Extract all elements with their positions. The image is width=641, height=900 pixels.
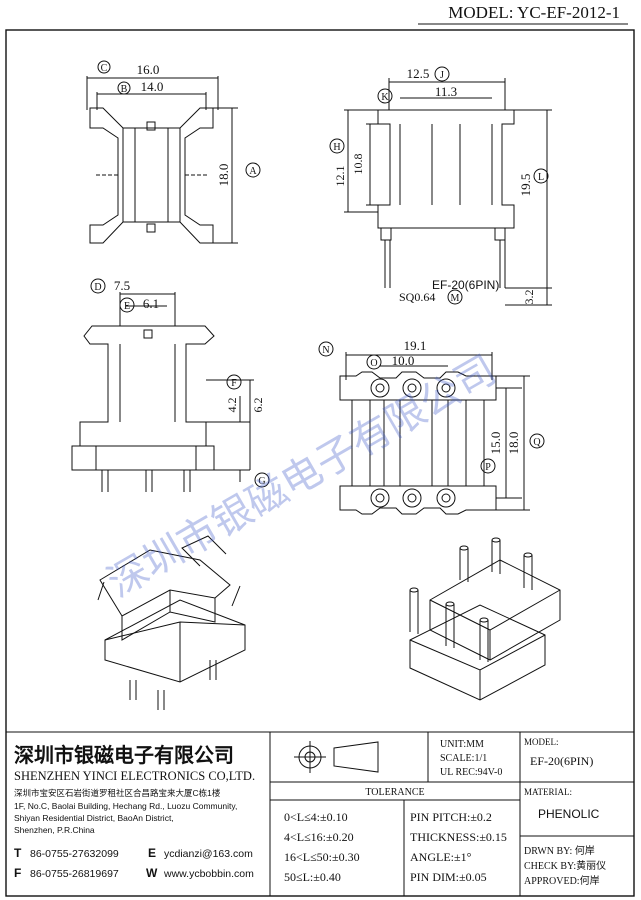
approved-by: APPROVED:何岸 <box>524 874 600 887</box>
dim-marker-g: G <box>258 476 265 487</box>
dim-marker-j: J <box>440 70 444 81</box>
dim-j-value: 12.5 <box>407 66 430 81</box>
dim-marker-f: F <box>231 378 237 389</box>
dim-p-value: 15.0 <box>488 432 503 455</box>
isometric-view-left <box>97 535 246 710</box>
dim-d-value: 7.5 <box>114 278 130 293</box>
company-address-en-2: Shiyan Residential District, BaoAn Distr… <box>14 813 174 823</box>
pin-spec-2: THICKNESS:±0.15 <box>410 830 507 844</box>
company-address-cn: 深圳市宝安区石岩街道罗租社区合昌路宝来大厦C栋1楼 <box>14 788 221 798</box>
title-block <box>6 731 634 896</box>
dim-marker-d: D <box>94 282 101 293</box>
web-value: www.ycbobbin.com <box>163 868 254 880</box>
tolerance-title: TOLERANCE <box>365 787 424 798</box>
dim-i-value: 12.1 <box>333 166 347 187</box>
tel-label: T <box>14 846 22 860</box>
dim-marker-o: O <box>370 358 377 369</box>
top-view <box>86 76 238 244</box>
dim-marker-p: P <box>485 462 491 473</box>
pin-spec-3: ANGLE:±1° <box>410 850 472 864</box>
dim-q-value: 18.0 <box>506 432 521 455</box>
dim-l-value: 19.5 <box>518 174 533 197</box>
model-header: MODEL: YC-EF-2012-1 <box>448 3 620 22</box>
checked-by: CHECK BY:黄丽仪 <box>524 859 606 872</box>
dim-c-value: 16.0 <box>137 62 160 77</box>
material-label: MATERIAL: <box>524 787 572 797</box>
dim-f-value: 4.2 <box>225 398 239 413</box>
part-label: EF-20(6PIN) <box>432 278 499 292</box>
dim-n-value: 19.1 <box>404 338 427 353</box>
dim-marker-m: M <box>451 293 460 304</box>
scale-text: SCALE:1/1 <box>440 753 487 764</box>
email-label: E <box>148 846 156 860</box>
dim-marker-a: A <box>249 166 257 177</box>
dim-b-value: 14.0 <box>141 79 164 94</box>
drawn-by: DRWN BY: 何岸 <box>524 844 595 857</box>
fax-label: F <box>14 866 21 880</box>
material-value: PHENOLIC <box>538 807 600 821</box>
dim-m-value: SQ0.64 <box>399 290 435 304</box>
dim-h-value: 10.8 <box>351 154 365 175</box>
dim-marker-n: N <box>322 345 329 356</box>
side-view <box>344 78 552 306</box>
dim-marker-l: L <box>538 172 544 183</box>
email-value: ycdianzi@163.com <box>164 848 253 860</box>
company-address-en-1: 1F, No.C, Baolai Building, Hechang Rd., … <box>14 801 237 811</box>
web-label: W <box>146 866 158 880</box>
dim-marker-k: K <box>381 92 389 103</box>
isometric-view-right <box>409 537 561 701</box>
company-name-cn: 深圳市银磁电子有限公司 <box>14 743 234 767</box>
tolerance-row-3: 16<L≤50:±0.30 <box>284 850 360 864</box>
dim-f2-value: 6.2 <box>251 398 265 413</box>
watermark: 深圳市银磁电子有限公司 <box>100 347 504 607</box>
fax-value: 86-0755-26819697 <box>30 868 119 880</box>
front-view <box>71 292 254 492</box>
drawing-frame <box>5 29 635 897</box>
dim-marker-h: H <box>333 142 340 153</box>
dim-marker-c: C <box>101 63 108 74</box>
tolerance-row-2: 4<L≤16:±0.20 <box>284 830 354 844</box>
dim-a-value: 18.0 <box>216 164 231 187</box>
model-label: MODEL: <box>524 737 559 747</box>
dim-k-value: 11.3 <box>435 84 457 99</box>
company-name-en: SHENZHEN YINCI ELECTRONICS CO,LTD. <box>14 769 255 783</box>
tolerance-row-1: 0<L≤4:±0.10 <box>284 810 348 824</box>
dim-pin-length: 3.2 <box>522 290 536 305</box>
unit-text: UNIT:MM <box>440 739 484 750</box>
dim-o-value: 10.0 <box>392 353 415 368</box>
dim-e-value: 6.1 <box>143 296 159 311</box>
dim-marker-b: B <box>121 84 128 95</box>
ul-text: UL REC:94V-0 <box>440 767 502 778</box>
company-address-en-3: Shenzhen, P.R.China <box>14 825 95 835</box>
tolerance-row-4: 50≤L:±0.40 <box>284 870 341 884</box>
dim-marker-e: E <box>124 301 130 312</box>
tel-value: 86-0755-27632099 <box>30 848 119 860</box>
model-value: EF-20(6PIN) <box>530 754 593 768</box>
bottom-view <box>339 352 530 515</box>
projection-symbol-icon <box>294 741 379 773</box>
dim-marker-q: Q <box>533 437 541 448</box>
pin-spec-4: PIN DIM:±0.05 <box>410 870 487 884</box>
pin-spec-1: PIN PITCH:±0.2 <box>410 810 492 824</box>
